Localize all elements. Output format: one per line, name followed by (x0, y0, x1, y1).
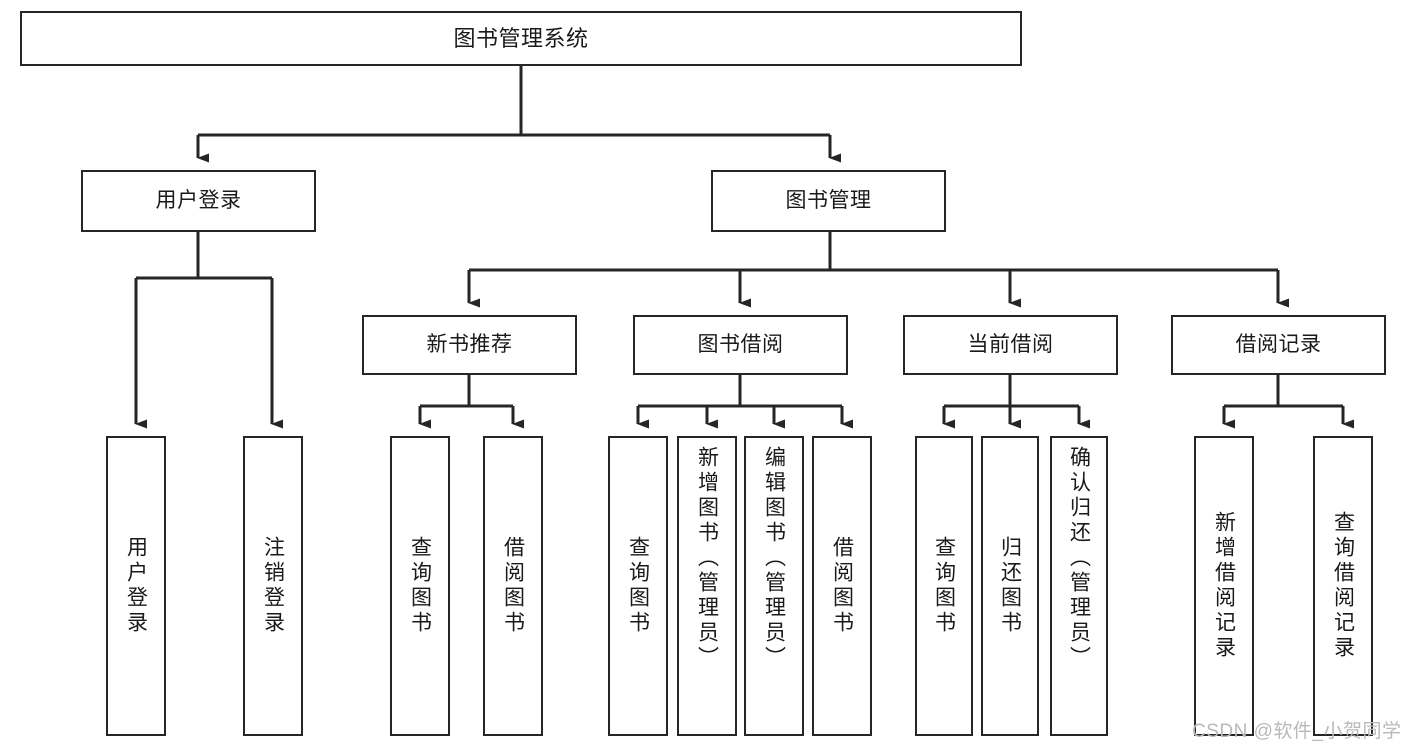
node-current-borrow[interactable]: 当前借阅 (903, 315, 1118, 375)
leaf-logout-login[interactable]: 注销登录 (243, 436, 303, 736)
leaf-return-book[interactable]: 归还图书 (981, 436, 1039, 736)
node-label: 查询图书 (932, 536, 956, 636)
node-user-login[interactable]: 用户登录 (81, 170, 316, 232)
leaf-add-borrow-record[interactable]: 新增借阅记录 (1194, 436, 1254, 736)
node-label: 注销登录 (261, 536, 285, 636)
node-book-management[interactable]: 图书管理 (711, 170, 946, 232)
leaf-query-book-new-recommend[interactable]: 查询图书 (390, 436, 450, 736)
node-label: 编辑图书（管理员） (762, 446, 786, 671)
node-label: 图书借阅 (697, 332, 784, 356)
node-label: 借阅图书 (501, 536, 525, 636)
leaf-query-book-current[interactable]: 查询图书 (915, 436, 973, 736)
leaf-borrow-book-borrow[interactable]: 借阅图书 (812, 436, 872, 736)
node-label: 新增图书（管理员） (695, 446, 719, 671)
leaf-add-book-admin[interactable]: 新增图书（管理员） (677, 436, 737, 736)
leaf-user-login[interactable]: 用户登录 (106, 436, 166, 736)
node-label: 借阅图书 (830, 536, 854, 636)
node-label: 当前借阅 (967, 332, 1054, 356)
leaf-query-book-borrow[interactable]: 查询图书 (608, 436, 668, 736)
csdn-watermark: CSDN @软件_小贺同学 (1192, 721, 1402, 742)
node-label: 新增借阅记录 (1212, 511, 1236, 661)
node-label: 新书推荐 (426, 332, 513, 356)
node-borrow-record[interactable]: 借阅记录 (1171, 315, 1386, 375)
node-label: 用户登录 (155, 188, 242, 212)
node-label: 借阅记录 (1235, 332, 1322, 356)
leaf-query-borrow-record[interactable]: 查询借阅记录 (1313, 436, 1373, 736)
node-label: 确认归还（管理员） (1067, 446, 1091, 671)
node-root-book-management-system[interactable]: 图书管理系统 (20, 11, 1022, 66)
node-label: 图书管理 (785, 188, 872, 212)
node-label: 归还图书 (998, 536, 1022, 636)
node-book-borrow[interactable]: 图书借阅 (633, 315, 848, 375)
leaf-confirm-return-admin[interactable]: 确认归还（管理员） (1050, 436, 1108, 736)
leaf-borrow-book-new-recommend[interactable]: 借阅图书 (483, 436, 543, 736)
node-label: 查询借阅记录 (1331, 511, 1355, 661)
node-label: 用户登录 (124, 536, 148, 636)
leaf-edit-book-admin[interactable]: 编辑图书（管理员） (744, 436, 804, 736)
node-new-book-recommend[interactable]: 新书推荐 (362, 315, 577, 375)
node-label: 查询图书 (626, 536, 650, 636)
node-label: 查询图书 (408, 536, 432, 636)
node-label: 图书管理系统 (453, 25, 589, 51)
